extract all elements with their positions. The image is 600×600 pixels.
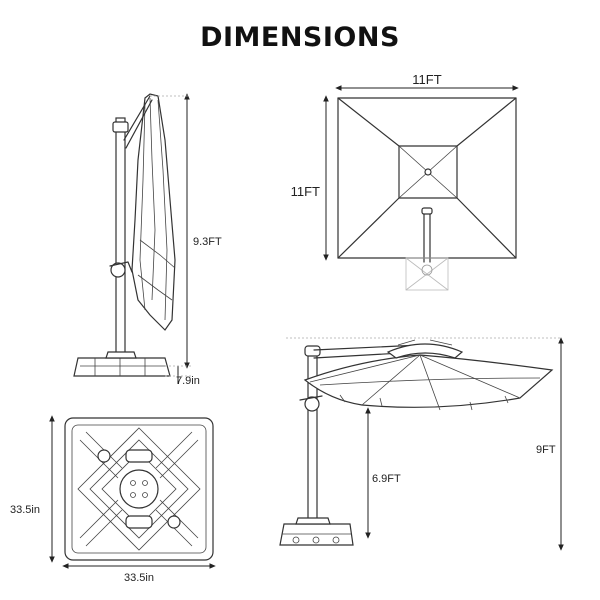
- top-depth-label: 11FT: [291, 184, 320, 199]
- side-base: [73, 357, 171, 377]
- page-title: DIMENSIONS: [200, 22, 400, 53]
- top-canopy-outline: [337, 97, 517, 259]
- open-umbrella-view: [279, 339, 554, 546]
- side-pole: [115, 117, 126, 359]
- closed-canopy: [131, 93, 176, 331]
- base-top-view: [64, 417, 214, 561]
- base-height-label: 7.9in: [176, 375, 200, 387]
- top-width-label: 11FT: [412, 72, 441, 87]
- total-height-label: 9FT: [536, 444, 556, 456]
- open-vent: [386, 343, 464, 359]
- base-width-label: 33.5in: [124, 572, 154, 584]
- open-canopy: [303, 354, 554, 408]
- side-view-umbrella: [73, 93, 176, 377]
- clearance-label: 6.9FT: [372, 473, 401, 485]
- top-vent: [398, 145, 458, 199]
- top-view-canopy: [337, 97, 517, 291]
- side-height-label: 9.3FT: [193, 236, 222, 248]
- open-base: [279, 523, 354, 546]
- base-depth-label: 33.5in: [10, 504, 40, 516]
- base-outline: [64, 417, 214, 561]
